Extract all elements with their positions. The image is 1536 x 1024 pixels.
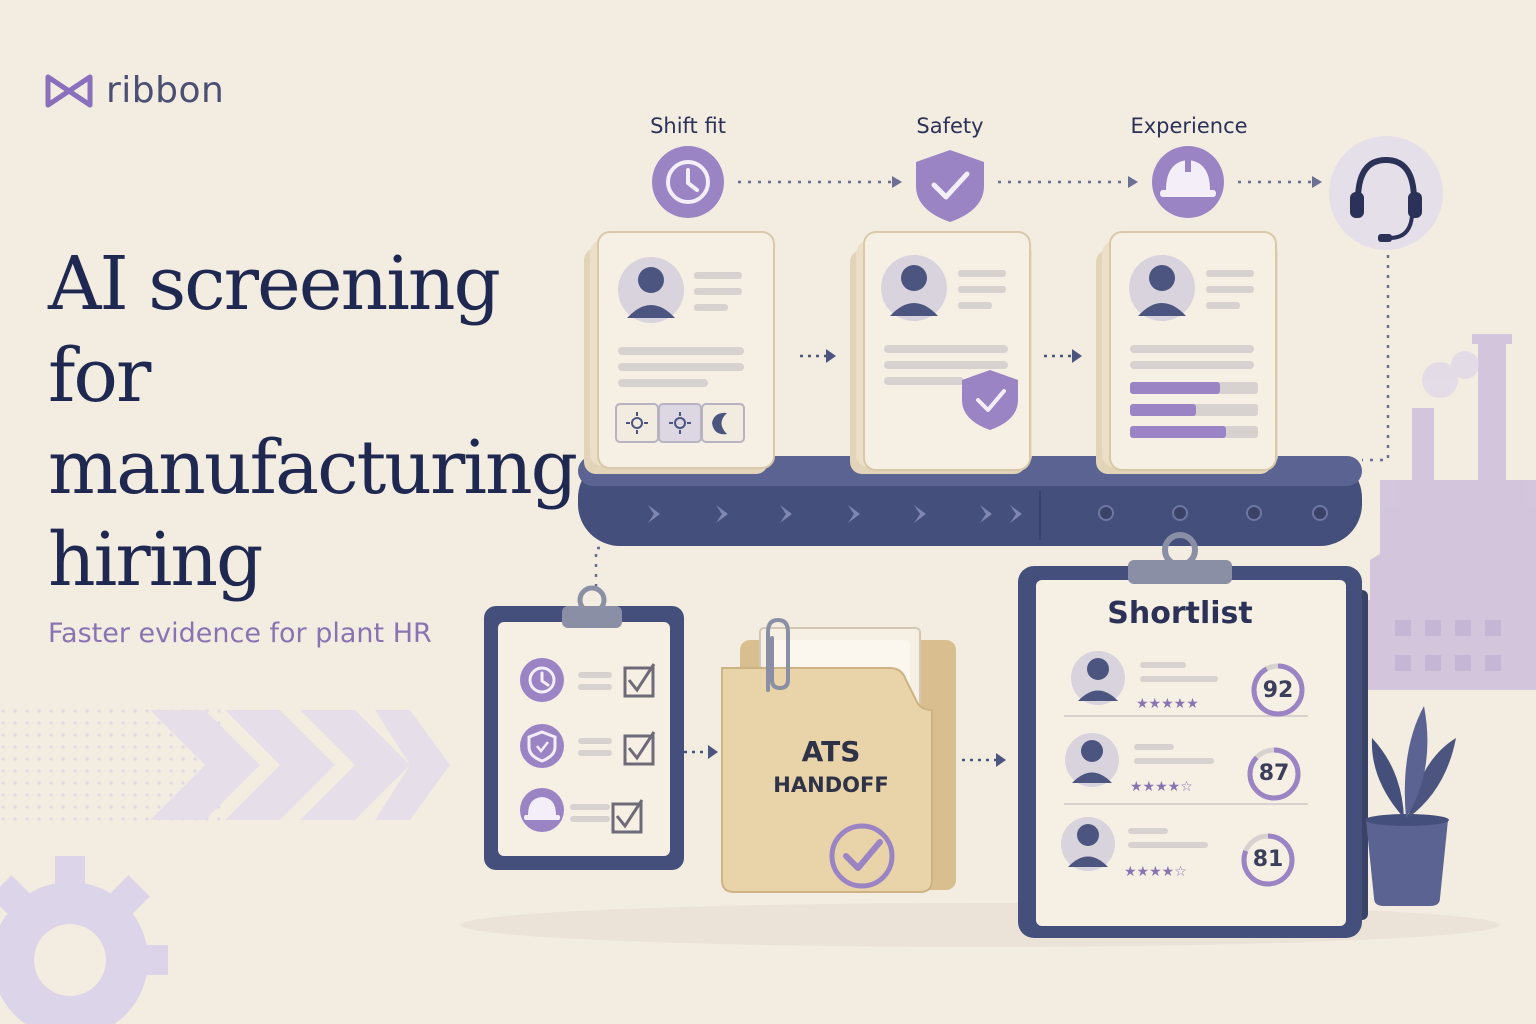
- resume-card-shift-fit: [584, 231, 775, 474]
- candidate-row-3: ★★★★☆: [1061, 817, 1208, 880]
- candidate-score: 87: [1258, 761, 1290, 786]
- hard-hat-icon: [520, 788, 564, 832]
- headline-line: for: [48, 333, 151, 419]
- score-ring-fill: [1247, 747, 1301, 801]
- shortlist-title: Shortlist: [1107, 596, 1253, 631]
- clock-icon: [520, 658, 564, 702]
- score-ring-fill: [1241, 833, 1295, 887]
- candidate-score: 92: [1262, 678, 1294, 703]
- star-rating: ★★★★☆: [1130, 779, 1193, 795]
- candidate-row-1: ★★★★★: [1071, 651, 1218, 712]
- stage-label-shift-fit: Shift fit: [650, 114, 726, 138]
- ats-handoff-title: ATS: [801, 735, 861, 768]
- check-circle-icon: [829, 823, 895, 889]
- candidate-score: 81: [1252, 847, 1284, 872]
- shield-icon: [520, 724, 564, 768]
- stage-label-experience: Experience: [1130, 114, 1248, 138]
- ats-handoff-subtitle: HANDOFF: [773, 773, 889, 797]
- resume-card-experience: [1096, 231, 1278, 474]
- subtitle: Faster evidence for plant HR: [48, 618, 432, 649]
- headline: AI screening for manufacturing hiring: [48, 238, 588, 606]
- resume-card-safety: [850, 231, 1032, 474]
- score-ring-fill: [1251, 663, 1305, 717]
- headline-line: AI screening: [48, 241, 501, 327]
- brand-name: ribbon: [106, 70, 225, 111]
- hard-hat-icon: [1152, 146, 1224, 218]
- shield-check-icon: [962, 370, 1018, 430]
- brand-logo[interactable]: ribbon: [44, 70, 224, 111]
- clock-icon: [652, 146, 724, 218]
- checklist-clipboard: [484, 585, 684, 870]
- sun-icon: [669, 412, 691, 434]
- star-rating: ★★★★★: [1136, 696, 1199, 712]
- moon-icon: [712, 412, 727, 435]
- sun-icon: [626, 412, 648, 434]
- candidate-row-2: ★★★★☆: [1065, 733, 1214, 795]
- plant-decoration: [1365, 706, 1456, 906]
- shield-check-icon: [916, 150, 984, 222]
- star-rating: ★★★★☆: [1124, 864, 1187, 880]
- headline-line: hiring: [48, 517, 263, 603]
- score-rings: [1241, 663, 1305, 887]
- paperclip-icon: [766, 617, 790, 692]
- headline-line: manufacturing: [48, 425, 578, 511]
- headset-icon: [1329, 136, 1443, 250]
- ats-folder: [721, 617, 956, 893]
- ribbon-logo-icon: [45, 74, 93, 107]
- stage-label-safety: Safety: [916, 114, 984, 138]
